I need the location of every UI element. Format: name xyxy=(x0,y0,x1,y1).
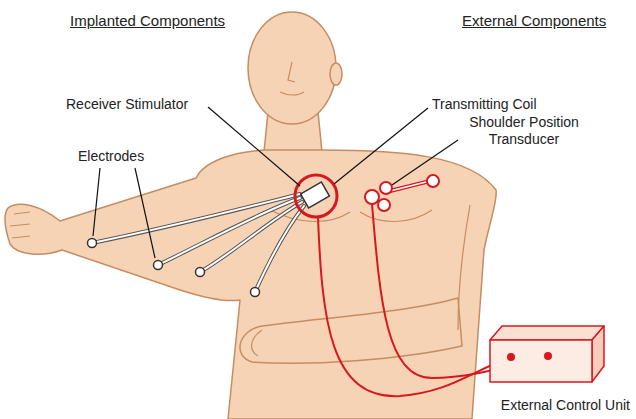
part-label: Receiver Stimulator xyxy=(66,96,216,113)
part-label: Shoulder Position Transducer xyxy=(460,114,588,148)
shoulder-transducer xyxy=(365,175,439,211)
hand-line xyxy=(252,330,262,356)
forearm xyxy=(240,298,462,363)
ear xyxy=(330,63,342,85)
chest-line xyxy=(360,210,432,222)
section-heading: Implanted Components xyxy=(70,12,270,30)
torso xyxy=(5,150,496,419)
lead-wires xyxy=(92,194,304,292)
mouth xyxy=(280,92,304,95)
finger-lines xyxy=(10,212,30,238)
transmitting-coil xyxy=(295,175,337,217)
upper-arm-line xyxy=(458,205,470,330)
unit-label: External Control Unit xyxy=(501,397,630,414)
control-unit: External Control Unit xyxy=(478,314,633,416)
receiver-stimulator xyxy=(301,182,330,208)
electrode-dots xyxy=(88,239,260,297)
part-label: Transmitting Coil xyxy=(432,96,582,113)
leader-lines xyxy=(93,107,458,258)
nose xyxy=(288,62,295,82)
head xyxy=(248,12,336,124)
part-label: Electrodes xyxy=(78,148,178,165)
section-heading: External Components xyxy=(462,12,632,30)
